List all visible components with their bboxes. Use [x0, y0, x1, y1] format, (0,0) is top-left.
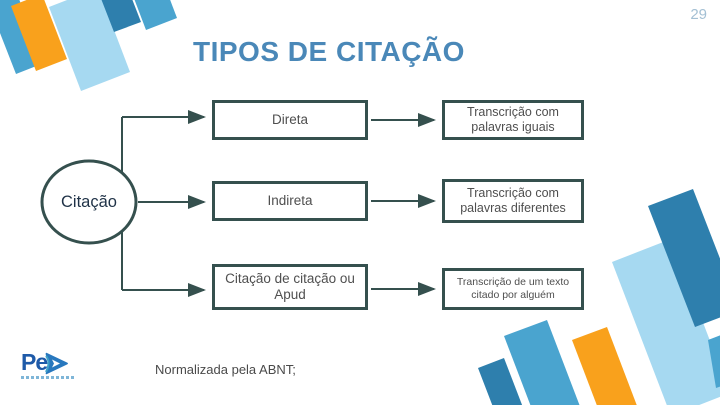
node-transcricao-texto-citado: Transcrição de um texto citado por algué…: [442, 268, 584, 310]
pet-logo: Pe: [21, 351, 83, 387]
node-citacao-de-citacao: Citação de citação ou Apud: [212, 264, 368, 310]
node-transcricao-palavras-diferentes: Transcrição com palavras diferentes: [442, 179, 584, 223]
node-direta: Direta: [212, 100, 368, 140]
page-number: 29: [690, 6, 707, 23]
pet-logo-tagline: [21, 376, 75, 379]
root-node-citacao: Citação: [61, 192, 117, 211]
pet-logo-text: Pe: [21, 349, 48, 375]
pet-logo-arrow-icon: [45, 352, 69, 375]
node-transcricao-palavras-iguais: Transcrição com palavras iguais: [442, 100, 584, 140]
footer-note: Normalizada pela ABNT;: [155, 362, 296, 377]
page-title: TIPOS DE CITAÇÃO: [193, 36, 465, 67]
node-indireta: Indireta: [212, 181, 368, 221]
